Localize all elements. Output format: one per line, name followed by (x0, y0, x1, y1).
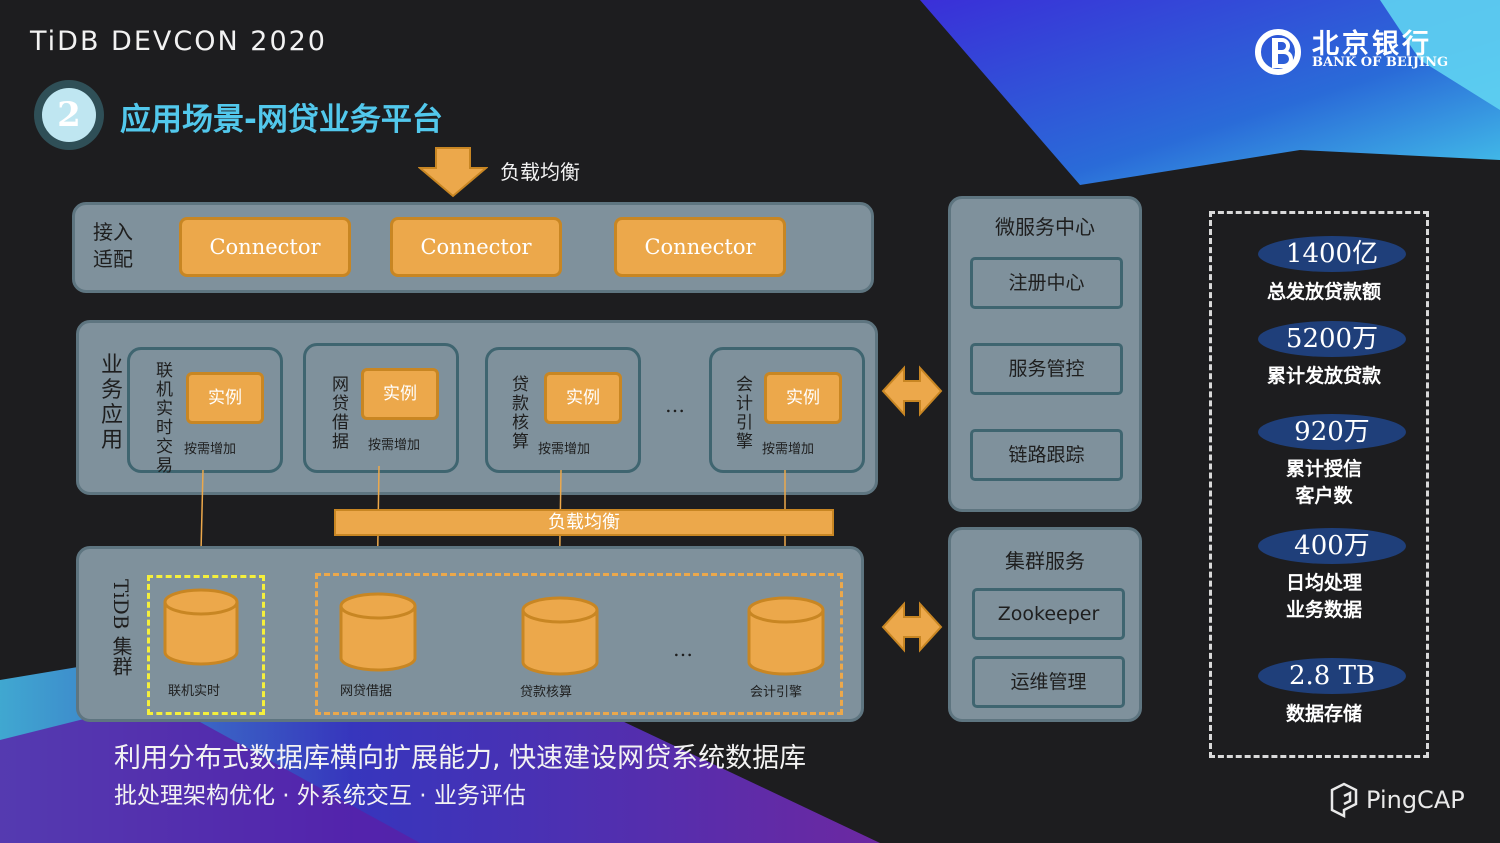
load-balance-bar: 负载均衡 (334, 509, 834, 536)
service-box: 联机实时交易 实例 按需增加 (127, 347, 283, 476)
section-number: 2 (42, 88, 96, 142)
microservice-center-panel: 微服务中心 注册中心 服务管控 链路跟踪 (948, 196, 1142, 512)
cluster-service-item: 运维管理 (972, 656, 1125, 708)
microservice-item: 注册中心 (970, 257, 1123, 309)
bank-name-cn: 北京银行 (1312, 29, 1432, 60)
microservice-item: 链路跟踪 (970, 429, 1123, 481)
connector-box: Connector (179, 217, 351, 277)
service-name: 网贷借据 (332, 375, 349, 452)
service-name: 贷款核算 (512, 375, 529, 452)
access-adapter-panel: 接入适配 Connector Connector Connector (72, 202, 874, 293)
microservice-center-title: 微服务中心 (995, 215, 1095, 239)
stat-label: 客户数 (1295, 485, 1353, 507)
service-note: 按需增加 (184, 442, 237, 457)
realtime-db-group (147, 575, 265, 715)
service-name: 联机实时交易 (156, 361, 173, 476)
service-note: 按需增加 (762, 442, 815, 457)
database-icon (163, 588, 239, 666)
cluster-service-panel: 集群服务 Zookeeper 运维管理 (948, 527, 1142, 722)
stat-label: 总发放贷款额 (1266, 281, 1381, 303)
cluster-service-item: Zookeeper (972, 588, 1125, 640)
instance-box: 实例 (186, 372, 264, 424)
business-apps-label: 业务应用 (101, 353, 124, 453)
stat-value: 2.8 TB (1258, 658, 1406, 694)
services-ellipsis: … (665, 393, 685, 417)
pingcap-logo-icon (1330, 782, 1358, 818)
service-box: 会计引擎 实例 按需增加 (709, 347, 865, 473)
bank-name-en: BANK OF BEIJING (1312, 55, 1449, 70)
bank-logo-icon (1255, 29, 1301, 75)
batch-db-group (315, 573, 843, 715)
instance-box: 实例 (764, 372, 842, 424)
stat-value: 920万 (1258, 414, 1406, 450)
stat-label: 业务数据 (1285, 599, 1362, 621)
bank-logo: 北京银行 BANK OF BEIJING (1254, 22, 1464, 82)
caption-sub: 批处理架构优化 · 外系统交互 · 业务评估 (114, 783, 526, 809)
service-name: 会计引擎 (736, 375, 753, 452)
database-icon (747, 596, 825, 676)
stat-value: 1400亿 (1258, 236, 1406, 272)
database-icon (339, 592, 417, 672)
connector-box: Connector (614, 217, 786, 277)
database-label: 贷款核算 (520, 685, 573, 700)
db-ellipsis: … (673, 637, 693, 661)
database-icon (521, 596, 599, 676)
service-note: 按需增加 (538, 442, 591, 457)
stat-label: 数据存储 (1285, 703, 1362, 725)
stat-label: 累计授信 (1285, 458, 1362, 480)
microservice-item: 服务管控 (970, 343, 1123, 395)
instance-box: 实例 (544, 372, 622, 424)
pingcap-brand: PingCAP (1366, 786, 1465, 814)
double-arrow-icon (881, 365, 943, 417)
stats-panel: 1400亿 总发放贷款额 5200万 累计发放贷款 920万 累计授信 客户数 … (1209, 211, 1429, 758)
cluster-service-title: 集群服务 (1005, 549, 1085, 573)
service-note: 按需增加 (368, 438, 421, 453)
stat-value: 400万 (1258, 528, 1406, 564)
stat-label: 日均处理 (1285, 572, 1362, 594)
event-title: TiDB DEVCON 2020 (30, 26, 327, 57)
database-label: 会计引擎 (750, 685, 803, 700)
section-number-badge: 2 (34, 80, 104, 150)
access-adapter-label: 接入适配 (93, 220, 133, 271)
service-box: 网贷借据 实例 按需增加 (303, 343, 459, 473)
load-balance-label: 负载均衡 (500, 160, 580, 184)
down-arrow-icon (418, 147, 488, 198)
database-label: 联机实时 (168, 684, 221, 699)
double-arrow-icon (881, 601, 943, 653)
business-apps-panel: 业务应用 联机实时交易 实例 按需增加 网贷借据 实例 按需增加 贷款核算 实例… (76, 320, 878, 495)
connector-box: Connector (390, 217, 562, 277)
caption-main: 利用分布式数据库横向扩展能力, 快速建设网贷系统数据库 (114, 743, 807, 774)
tidb-cluster-label: TiDB 集群 (109, 579, 133, 676)
stat-value: 5200万 (1258, 321, 1406, 357)
database-label: 网贷借据 (340, 684, 393, 699)
slide-title: 应用场景-网贷业务平台 (120, 102, 443, 138)
stat-label: 累计发放贷款 (1266, 365, 1381, 387)
service-box: 贷款核算 实例 按需增加 (485, 347, 641, 473)
instance-box: 实例 (361, 368, 439, 420)
